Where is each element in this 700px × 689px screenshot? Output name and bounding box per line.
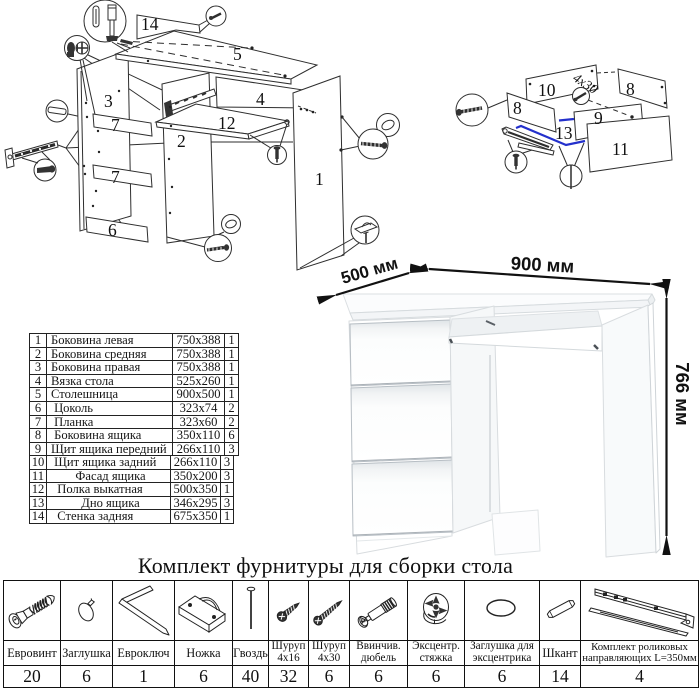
- svg-text:12: 12: [218, 113, 236, 133]
- svg-text:2: 2: [177, 131, 186, 151]
- svg-text:11: 11: [612, 139, 629, 159]
- svg-text:5: 5: [233, 44, 242, 64]
- svg-text:13: 13: [555, 123, 573, 143]
- svg-text:8: 8: [513, 98, 522, 118]
- svg-text:1: 1: [315, 169, 324, 189]
- svg-text:4: 4: [256, 89, 265, 109]
- svg-text:500 мм: 500 мм: [339, 254, 400, 288]
- svg-text:6: 6: [108, 220, 117, 240]
- svg-text:3: 3: [104, 91, 113, 111]
- svg-text:14: 14: [141, 14, 159, 34]
- svg-text:7: 7: [111, 167, 120, 187]
- svg-text:766 мм: 766 мм: [672, 362, 693, 425]
- svg-text:10: 10: [538, 80, 556, 100]
- svg-text:900 мм: 900 мм: [510, 252, 574, 276]
- svg-text:9: 9: [594, 108, 603, 128]
- svg-text:7: 7: [111, 115, 120, 135]
- svg-text:8: 8: [626, 79, 635, 99]
